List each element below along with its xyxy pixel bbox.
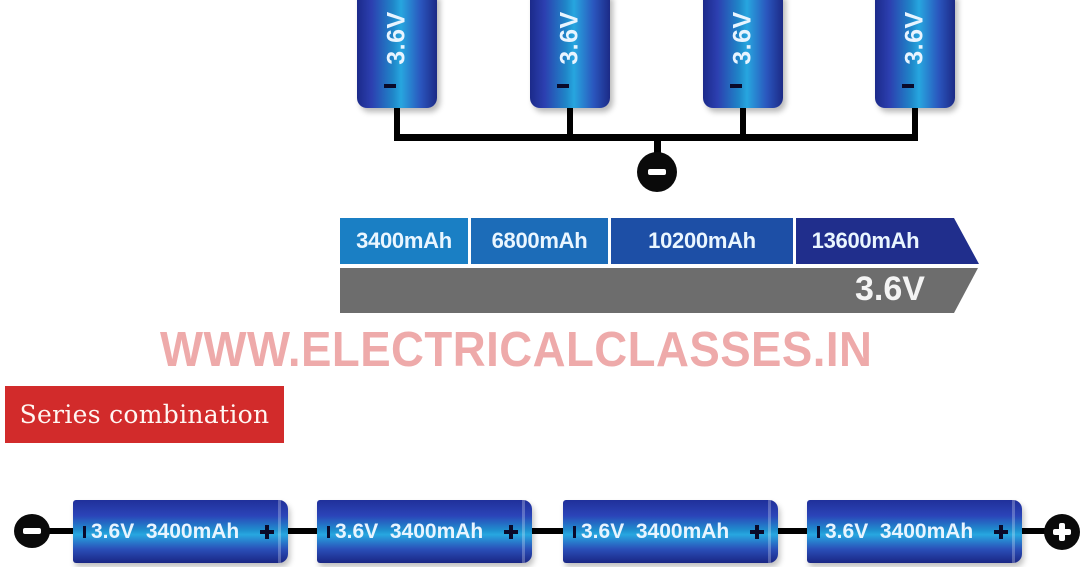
voltage-bar-label: 3.6V — [855, 270, 925, 308]
positive-terminal-icon — [1044, 514, 1080, 550]
negative-mark-icon — [327, 526, 330, 538]
positive-mark-icon — [265, 525, 269, 539]
positive-mark-icon — [755, 525, 759, 539]
battery-voltage-label: 3.6V — [728, 11, 757, 65]
negative-mark-icon — [573, 526, 576, 538]
battery-cap — [278, 500, 281, 563]
battery-3-lead — [740, 108, 746, 141]
positive-mark-icon — [999, 525, 1003, 539]
battery-cap — [1012, 500, 1015, 563]
battery-voltage-label: 3.6V — [555, 11, 584, 65]
battery-4-lead — [912, 108, 918, 141]
capacity-step-1: 3400mAh — [340, 218, 468, 264]
watermark: WWW.ELECTRICALCLASSES.IN — [160, 323, 873, 377]
capacity-step-2: 6800mAh — [471, 218, 608, 264]
capacity-arrow-tip — [934, 218, 979, 264]
series-battery-3: 3.6V 3400mAh — [563, 500, 778, 563]
series-wire — [40, 528, 1060, 534]
battery-voltage-label: 3.6V — [382, 11, 411, 65]
negative-mark-icon — [384, 84, 396, 88]
negative-mark-icon — [557, 84, 569, 88]
negative-terminal-icon — [637, 152, 677, 192]
series-battery-1: 3.6V 3400mAh — [73, 500, 288, 563]
parallel-battery-1: 3.6V — [357, 0, 437, 108]
parallel-battery-3: 3.6V — [703, 0, 783, 108]
voltage-bar — [340, 268, 935, 313]
battery-cap — [768, 500, 771, 563]
section-label: Series combination — [5, 386, 284, 443]
positive-mark-icon — [509, 525, 513, 539]
parallel-battery-2: 3.6V — [530, 0, 610, 108]
negative-mark-icon — [817, 526, 820, 538]
battery-label: 3.6V 3400mAh — [825, 519, 974, 543]
capacity-step-3: 10200mAh — [611, 218, 793, 264]
capacity-step-4: 13600mAh — [796, 218, 935, 264]
battery-1-lead — [394, 108, 400, 141]
voltage-arrow-tip — [934, 268, 978, 313]
battery-2-lead — [567, 108, 573, 141]
negative-mark-icon — [83, 526, 86, 538]
battery-label: 3.6V 3400mAh — [581, 519, 730, 543]
battery-voltage-label: 3.6V — [900, 11, 929, 65]
negative-mark-icon — [730, 84, 742, 88]
series-battery-4: 3.6V 3400mAh — [807, 500, 1022, 563]
series-battery-2: 3.6V 3400mAh — [317, 500, 532, 563]
parallel-battery-4: 3.6V — [875, 0, 955, 108]
negative-mark-icon — [902, 84, 914, 88]
negative-terminal-icon — [14, 514, 50, 548]
battery-label: 3.6V 3400mAh — [335, 519, 484, 543]
battery-label: 3.6V 3400mAh — [91, 519, 240, 543]
bus-to-terminal-wire — [654, 134, 661, 154]
battery-cap — [522, 500, 525, 563]
